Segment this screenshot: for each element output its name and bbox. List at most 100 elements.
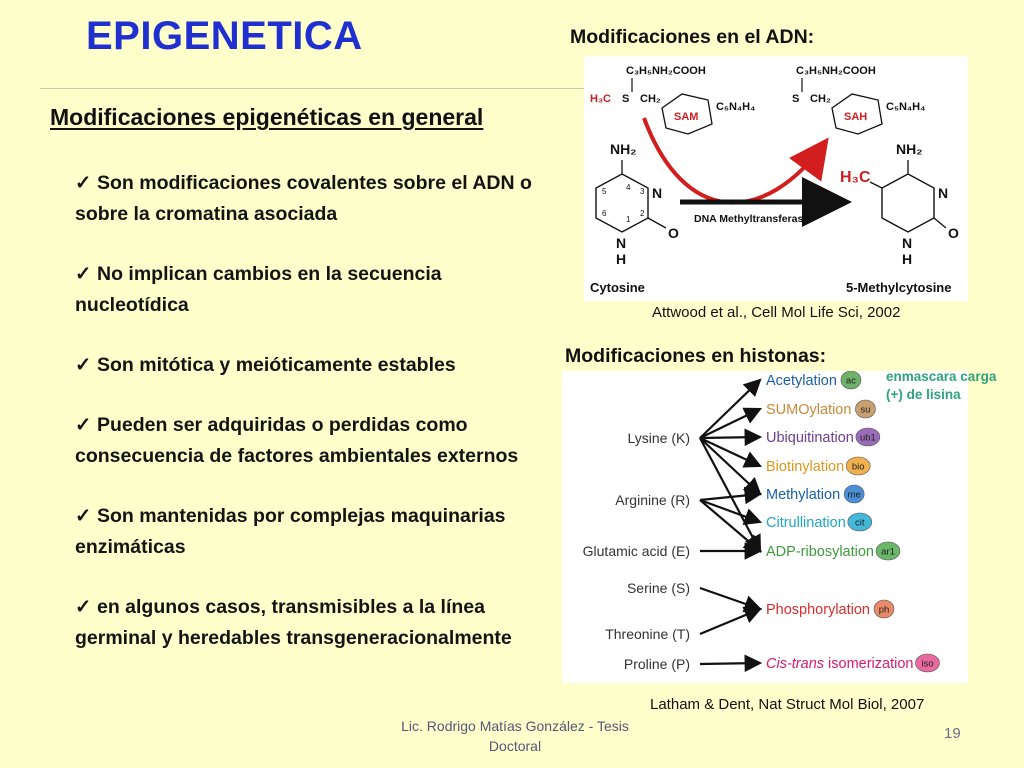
note-line: enmascara carga: [886, 369, 997, 384]
check-icon: ✓: [75, 263, 92, 285]
modification-label: SUMOylation: [766, 402, 851, 418]
modification-badge: [873, 599, 895, 619]
h-left-label: H: [616, 251, 626, 267]
modification-arrow: [699, 437, 762, 496]
dna-methylation-diagram: C₃H₅NH₂COOH H₃C S CH₂ SAM C₅N₄H₄ C₃H₅NH₂…: [590, 65, 959, 295]
modification-badge: [843, 484, 865, 504]
nh2-left-label: NH₂: [610, 141, 636, 157]
h3c-methyl-label: H₃C: [840, 169, 871, 186]
modification-badge-text: iso: [921, 659, 933, 670]
n-left-label: N: [652, 185, 662, 201]
modification-badge: [915, 653, 940, 673]
bullet-list: ✓Son modificaciones covalentes sobre el …: [75, 168, 535, 683]
s-right-label: S: [792, 93, 799, 105]
modification-badge: [855, 399, 876, 419]
check-icon: ✓: [75, 414, 92, 436]
sam-label: SAM: [674, 111, 698, 123]
check-icon: ✓: [75, 505, 92, 527]
modification-badge-text: ac: [846, 376, 856, 387]
residue-label: Serine (S): [627, 580, 690, 596]
residue-label: Glutamic acid (E): [583, 543, 690, 559]
page-number: 19: [944, 725, 961, 742]
dna-citation: Attwood et al., Cell Mol Life Sci, 2002: [652, 304, 901, 321]
bullet-item: ✓Son mantenidas por complejas maquinaria…: [75, 501, 535, 563]
residue-label: Threonine (T): [605, 626, 690, 642]
modification-arrow: [699, 486, 763, 505]
cytosine-carbonyl-bond: [647, 217, 667, 229]
n1-left-label: N: [616, 235, 626, 251]
methyl-bond: [869, 181, 883, 189]
modification-badge: [855, 427, 881, 447]
modification-arrow: [699, 606, 763, 636]
modification-label: Biotinylation: [766, 459, 844, 475]
ch2-left-label: CH₂: [640, 93, 661, 105]
modification-badge-text: ub1: [860, 433, 876, 444]
modification-badge-text: me: [848, 490, 861, 501]
dna-methylation-figure: C₃H₅NH₂COOH H₃C S CH₂ SAM C₅N₄H₄ C₃H₅NH₂…: [584, 56, 968, 301]
bullet-item: ✓No implican cambios en la secuencia nuc…: [75, 259, 535, 321]
modification-badge-text: su: [860, 405, 870, 416]
ring-number: 6: [602, 209, 607, 218]
modification-arrow: [699, 437, 762, 468]
modification-label: Methylation: [766, 487, 840, 503]
modification-arrow: [699, 378, 762, 439]
modification-badge-text: bio: [852, 462, 865, 473]
h3c-left-label: H₃C: [590, 93, 611, 105]
methylcytosine-label: 5-Methylcytosine: [846, 280, 951, 295]
s-left-label: S: [622, 93, 629, 105]
residue-label: Proline (P): [624, 656, 690, 672]
modification-arrow: [699, 498, 763, 525]
dna-heading: Modificaciones en el ADN:: [570, 26, 815, 48]
ring-number: 2: [640, 209, 645, 218]
bullet-item: ✓Son modificaciones covalentes sobre el …: [75, 168, 535, 230]
modification-badge: [847, 512, 873, 532]
modification-label: Citrullination: [766, 515, 846, 531]
modification-badge: [845, 456, 871, 476]
modification-arrow: [699, 499, 762, 553]
ring-number: 4: [626, 183, 631, 192]
modification-arrow: [699, 586, 763, 613]
sah-label: SAH: [844, 111, 867, 123]
modification-arrow: [699, 437, 762, 553]
c5n4h4-left-label: C₅N₄H₄: [716, 101, 755, 113]
sah-chain-label: C₃H₅NH₂COOH: [796, 65, 876, 77]
residue-label: Arginine (R): [615, 492, 690, 508]
modification-label: Cis-trans isomerization: [766, 656, 913, 672]
n-right-label: N: [938, 185, 948, 201]
n1-right-label: N: [902, 235, 912, 251]
modification-label: Acetylation: [766, 373, 837, 389]
modification-badge-text: ar1: [881, 547, 895, 558]
modification-badge-text: ph: [879, 605, 890, 616]
modification-arrow: [699, 407, 762, 439]
title-divider: [40, 88, 585, 89]
modification-label: Ubiquitination: [766, 430, 854, 446]
check-icon: ✓: [75, 172, 92, 194]
bullet-item: ✓Pueden ser adquiridas o perdidas como c…: [75, 410, 535, 472]
cytosine-ring: [595, 173, 649, 233]
ch2-right-label: CH₂: [810, 93, 831, 105]
sam-ring: [661, 93, 713, 135]
bullet-item: ✓Son mitótica y meióticamente estables: [75, 350, 535, 381]
lysine-charge-note: enmascara carga (+) de lisina: [886, 368, 996, 404]
sah-ring: [831, 93, 883, 135]
methylcytosine-carbonyl-bond: [933, 217, 947, 229]
residue-label: Lysine (K): [627, 430, 690, 446]
note-line: (+) de lisina: [886, 387, 961, 402]
modification-arrow: [699, 654, 763, 673]
methylcytosine-ring: [881, 173, 935, 233]
c5n4h4-right-label: C₅N₄H₄: [886, 101, 925, 113]
methyl-transfer-arrow: [642, 117, 829, 205]
o-left-label: O: [668, 225, 679, 241]
nh2-right-label: NH₂: [896, 141, 922, 157]
enzyme-label: DNA Methyltransferase: [694, 213, 809, 225]
sam-chain-label: C₃H₅NH₂COOH: [626, 65, 706, 77]
histone-heading: Modificaciones en histonas:: [565, 345, 827, 367]
ring-number: 1: [626, 215, 631, 224]
check-icon: ✓: [75, 596, 92, 618]
modification-arrow: [699, 428, 763, 447]
general-heading: Modificaciones epigenéticas en general: [50, 104, 484, 130]
modification-label: ADP-ribosylation: [766, 544, 874, 560]
modification-badge: [875, 541, 901, 561]
ring-number: 3: [640, 187, 645, 196]
o-right-label: O: [948, 225, 959, 241]
